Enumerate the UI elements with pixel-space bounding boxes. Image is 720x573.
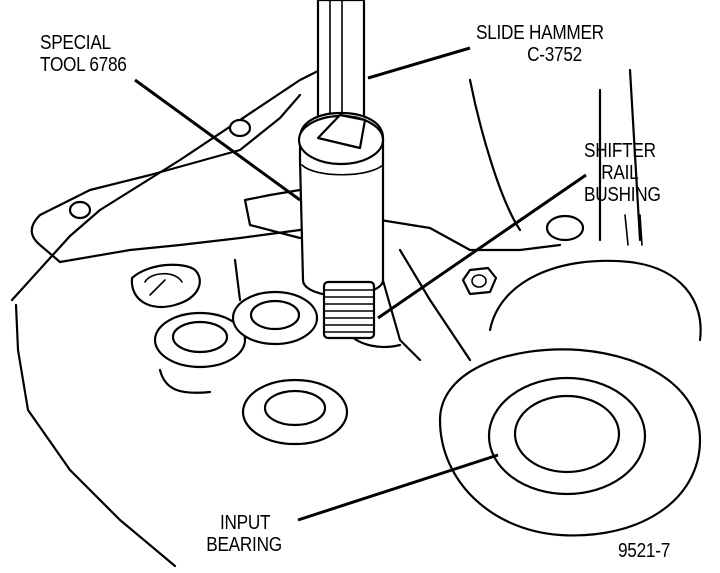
inner-ridge — [233, 188, 302, 302]
bolt-head — [461, 266, 498, 296]
input-bearing-label-line1: INPUT — [220, 512, 271, 534]
leader-special-tool — [134, 78, 301, 202]
shifter-rail-bushing-label: SHIFTER RAIL BUSHING — [584, 140, 661, 206]
special-tool-label-line1: SPECIAL — [40, 32, 111, 54]
case-flange — [38, 93, 302, 217]
housing-curve — [488, 259, 702, 342]
shifter-rail-bushing-hole — [545, 214, 585, 242]
figure-number: 9521-7 — [618, 540, 671, 562]
rail-boss-2 — [378, 268, 422, 362]
shifter-rail-bushing-label-line1: SHIFTER — [584, 140, 656, 162]
input-bearing-label-line2: BEARING — [206, 534, 282, 556]
input-bearing-label: INPUT BEARING — [206, 512, 282, 556]
flange-hole — [228, 118, 252, 138]
leader-input-bearing — [297, 453, 499, 522]
leader-slide-hammer — [367, 46, 471, 80]
slide-hammer-label: SLIDE HAMMER C-3752 — [476, 22, 604, 66]
washer-left — [153, 311, 247, 369]
input-bearing — [438, 348, 702, 537]
washer-middle — [231, 290, 319, 346]
case-edge — [30, 213, 62, 264]
slide-hammer-label-line1: SLIDE HAMMER — [476, 22, 604, 44]
special-tool-label-line2: TOOL 6786 — [40, 54, 127, 76]
slide-hammer-label-line2: C-3752 — [527, 44, 582, 66]
rail-boss — [398, 248, 472, 362]
case-left-wall — [14, 303, 177, 568]
leader-shifter-rail — [377, 173, 587, 320]
pocket-left — [130, 263, 201, 309]
washer-lower — [241, 378, 349, 446]
special-tool-label: SPECIAL TOOL 6786 — [40, 32, 127, 76]
shifter-rail-bushing-label-line2: RAIL — [601, 162, 639, 184]
special-tool-6786 — [297, 111, 385, 340]
pocket-left-inner — [144, 272, 183, 296]
case-outline — [10, 58, 342, 302]
shifter-rail-bushing-label-line3: BUSHING — [584, 184, 661, 206]
housing-right-top — [468, 68, 642, 242]
flange-hole — [68, 200, 92, 220]
housing-slot — [624, 214, 643, 246]
